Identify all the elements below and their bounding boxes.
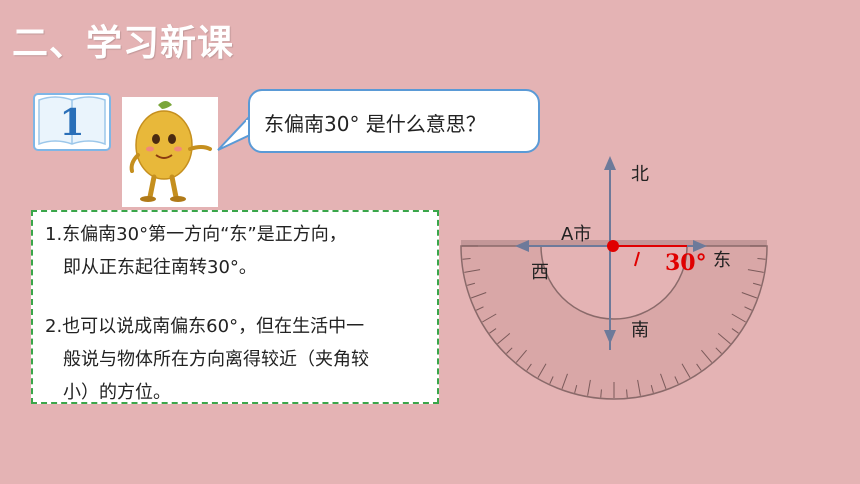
protractor-tick <box>741 292 758 299</box>
protractor-tick <box>482 313 497 323</box>
explanation-box: 1.东偏南30°第一方向“东”是正方向， 即从正东起往南转30°。 2.也可以说… <box>31 210 439 404</box>
protractor-tick <box>497 333 511 345</box>
protractor-tick <box>526 363 532 371</box>
label-north: 北 <box>631 164 649 185</box>
protractor-graphic <box>460 156 768 400</box>
protractor-tick <box>731 328 739 334</box>
potato-mascot-icon <box>122 97 218 207</box>
page-title: 二、学习新课 <box>12 23 235 64</box>
explanation-line: 般说与物体所在方向离得较近（夹角较 <box>63 349 369 370</box>
protractor-tick <box>470 292 487 299</box>
protractor-tick <box>506 347 513 354</box>
label-city: A市 <box>561 224 592 245</box>
protractor-tick <box>561 373 568 390</box>
protractor-tick <box>600 389 602 398</box>
protractor-tick <box>476 306 484 311</box>
label-east: 东 <box>713 250 731 271</box>
protractor-tick <box>574 384 578 393</box>
protractor-tick <box>747 269 764 273</box>
label-south: 南 <box>631 320 649 341</box>
explanation-point-1: 1.东偏南30°第一方向“东”是正方向， 即从正东起往南转30°。 <box>45 218 347 284</box>
explanation-point-2: 2.也可以说成南偏东60°，但在生活中一 般说与物体所在方向离得较近（夹角较 小… <box>45 310 369 409</box>
protractor-tick <box>637 379 641 396</box>
city-point <box>607 240 619 252</box>
protractor-tick <box>757 258 766 260</box>
protractor-tick <box>626 389 628 398</box>
protractor-tick <box>549 376 554 384</box>
protractor-tick <box>744 306 752 311</box>
protractor-tick <box>464 269 481 273</box>
protractor-tick <box>752 282 761 286</box>
protractor-tick <box>674 376 679 384</box>
explanation-line: 小）的方位。 <box>63 382 171 403</box>
protractor-tick <box>515 349 527 363</box>
protractor-tick <box>537 363 547 378</box>
speech-bubble: 东偏南30° 是什么意思？ <box>248 89 540 153</box>
protractor-tick <box>489 328 497 334</box>
direction-diagram: 北 南 西 东 A市 30° <box>455 150 775 400</box>
protractor-tick <box>660 373 667 390</box>
protractor-tick <box>462 258 471 260</box>
protractor-tick <box>701 349 713 363</box>
protractor-tick <box>681 363 691 378</box>
explanation-line: 即从正东起往南转30°。 <box>63 257 257 278</box>
book-step-icon: 1 <box>33 93 111 151</box>
label-west: 西 <box>531 262 549 283</box>
step-number: 1 <box>59 102 84 144</box>
explanation-line: 1.东偏南30°第一方向“东”是正方向， <box>45 224 347 245</box>
protractor-tick <box>715 347 722 354</box>
label-angle: 30° <box>665 250 707 276</box>
protractor-tick <box>731 313 746 323</box>
protractor-tick <box>717 333 731 345</box>
protractor-tick <box>650 384 654 393</box>
bubble-question: 东偏南30° 是什么意思？ <box>264 112 486 136</box>
protractor-tick <box>467 282 476 286</box>
protractor-tick <box>696 363 702 371</box>
protractor-tick <box>587 379 591 396</box>
explanation-line: 2.也可以说成南偏东60°，但在生活中一 <box>45 316 365 337</box>
